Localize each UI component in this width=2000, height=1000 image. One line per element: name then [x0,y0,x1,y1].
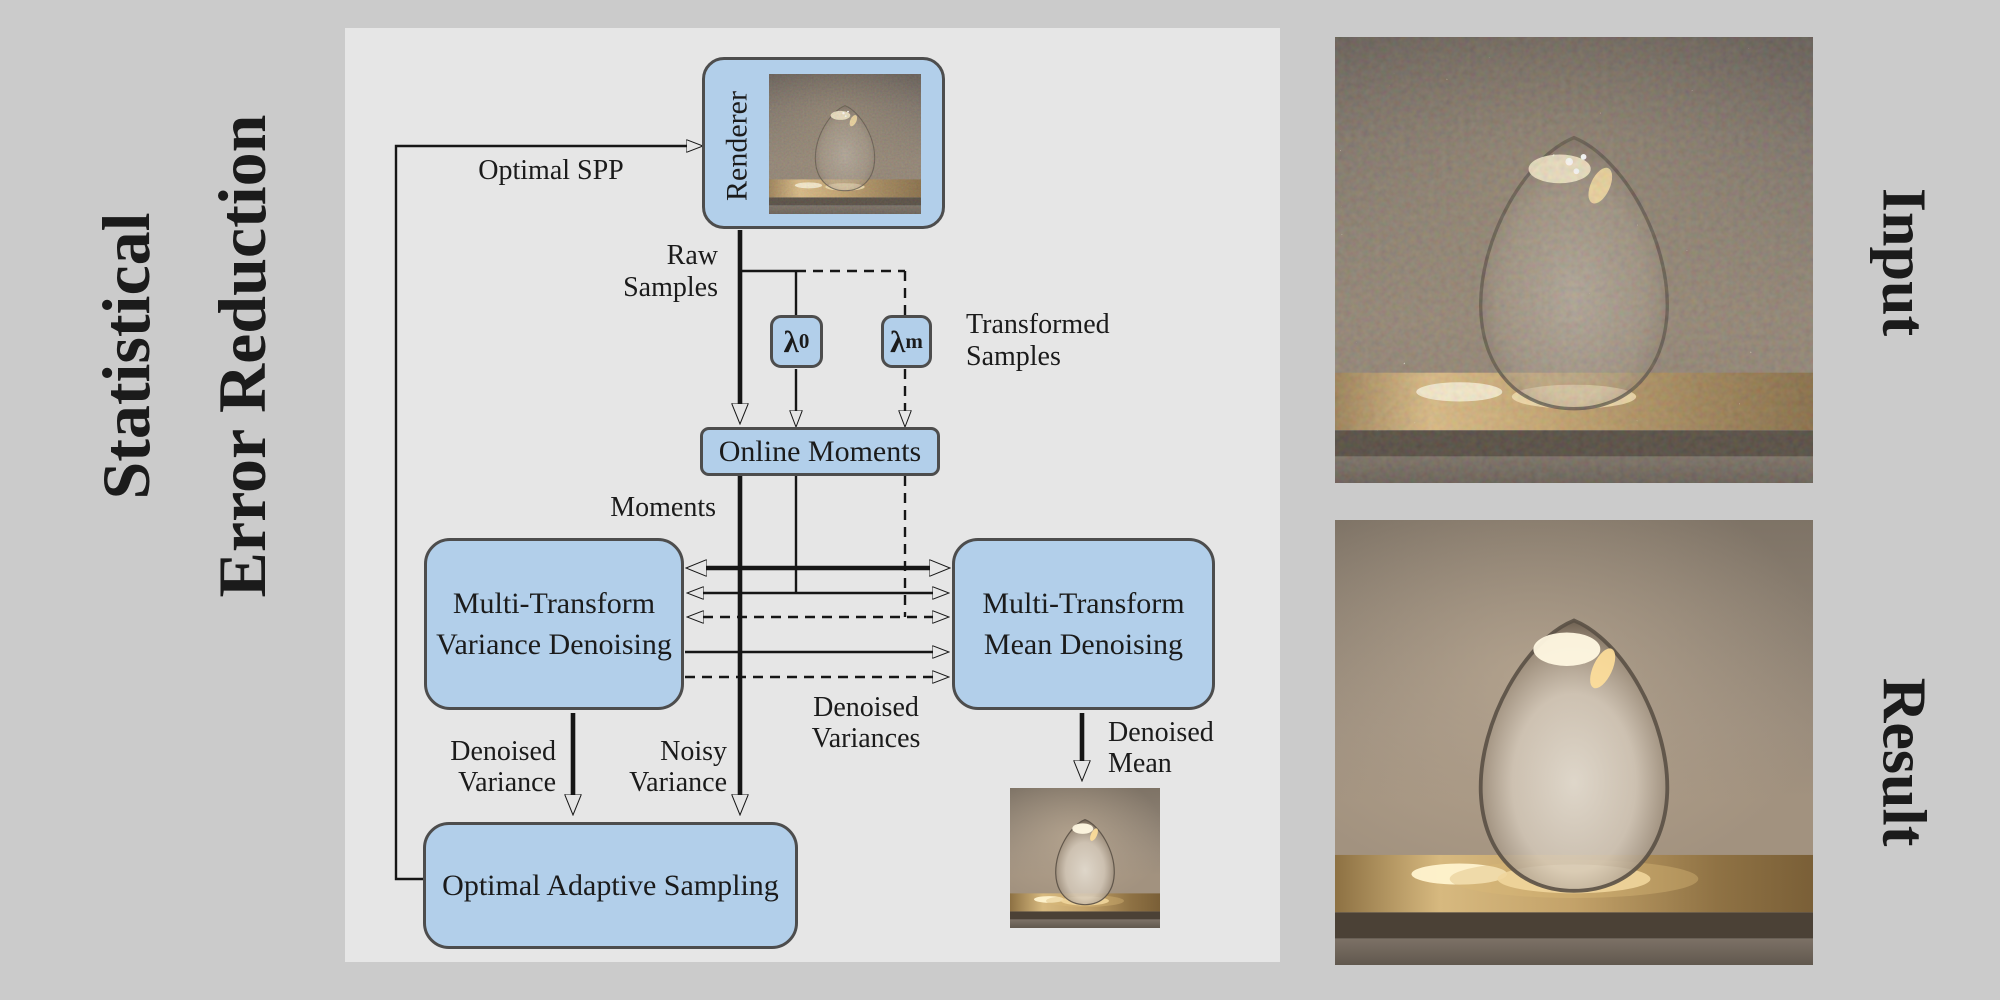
result-label: Result [1869,677,1938,847]
mean-denoising-line2: Mean Denoising [983,628,1184,661]
adaptive-sampling-label: Optimal Adaptive Sampling [442,869,779,902]
variance-denoising-node: Multi-Transform Variance Denoising [424,538,684,710]
transformed-samples-label: Transformed Samples [966,309,1110,372]
noisy-variance-label: Noisy Variance [629,736,727,798]
input-image [1335,37,1813,483]
figure-title-line1: Statistical [88,212,164,500]
denoised-mean-image [1010,788,1160,928]
moments-label: Moments [610,492,716,523]
lambda0-subscript: 0 [798,329,810,353]
online-moments-node: Online Moments [700,427,940,476]
mean-denoising-line1: Multi-Transform [982,587,1185,620]
result-image [1335,520,1813,965]
figure-title: Statistical Error Reduction [68,115,300,598]
lambdam-symbol: λ [890,324,906,359]
lambdam-subscript: m [905,329,923,353]
adaptive-sampling-node: Optimal Adaptive Sampling [423,822,798,949]
denoised-variance-label: Denoised Variance [450,736,556,798]
input-label: Input [1869,187,1938,337]
renderer-node: Renderer [702,57,945,229]
denoised-variances-label: Denoised Variances [811,692,921,754]
variance-denoising-line2: Variance Denoising [436,628,672,661]
optimal-spp-label: Optimal SPP [478,155,624,186]
lambda0-symbol: λ [783,324,799,359]
denoised-mean-label: Denoised Mean [1108,717,1214,779]
renderer-preview-image [769,74,921,214]
mean-denoising-node: Multi-Transform Mean Denoising [952,538,1215,710]
figure-title-line2: Error Reduction [204,114,280,598]
variance-denoising-line1: Multi-Transform [452,587,656,620]
online-moments-label: Online Moments [718,435,922,468]
renderer-label: Renderer [720,91,754,201]
raw-samples-label: Raw Samples [623,240,718,303]
